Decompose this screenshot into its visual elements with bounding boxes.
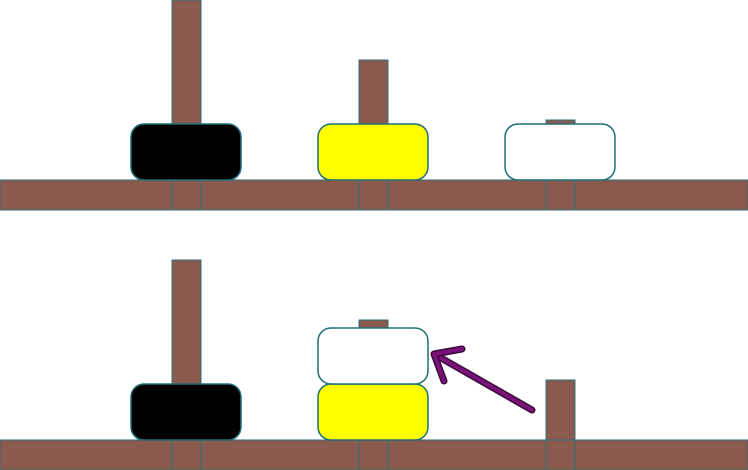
peg-footing [545,179,576,211]
disk-yellow[interactable] [317,383,429,441]
before-panel [0,0,748,211]
peg-footing [171,439,202,470]
disk-black[interactable] [130,123,242,181]
disk-white[interactable] [504,123,616,181]
peg-footing [358,439,389,470]
peg-footing [171,179,202,211]
disk-black[interactable] [130,383,242,441]
disk-yellow[interactable] [317,123,429,181]
peg-footing [358,179,389,211]
disk-white[interactable] [317,327,429,385]
after-panel [0,259,748,470]
peg-rod [545,379,576,441]
move-arrow-icon [430,345,536,414]
peg-3[interactable] [545,379,576,470]
peg-footing [545,439,576,470]
